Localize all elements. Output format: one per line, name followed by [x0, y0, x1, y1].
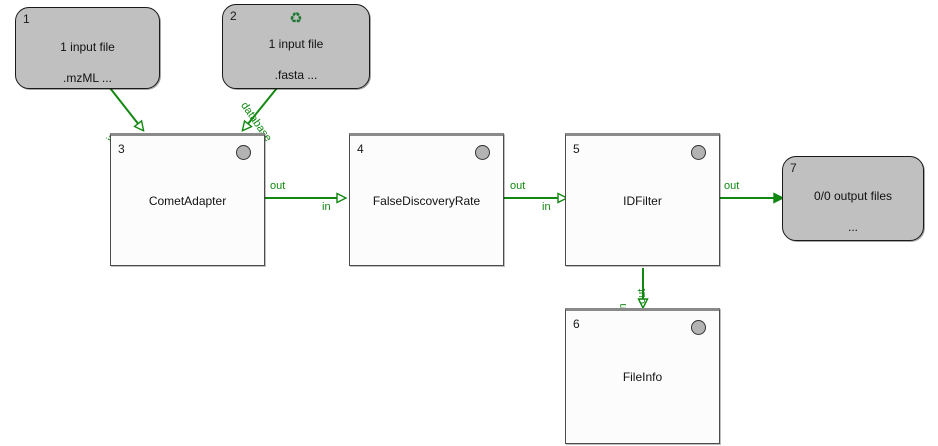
node-2-index: 2	[230, 9, 237, 23]
node-6-label: FileInfo	[622, 370, 663, 384]
edge-label-5-to-7-source: out	[724, 180, 740, 192]
node-7-output-files[interactable]: 7 0/0 output files ...	[782, 156, 924, 241]
node-1-input-mzml[interactable]: 1 1 input file .mzML ...	[15, 7, 160, 89]
edge-label-4-to-5-target: in	[542, 201, 551, 213]
recycle-icon: ♻	[289, 10, 303, 27]
node-1-line2: .mzML ...	[63, 71, 112, 85]
node-1-line1: 1 input file	[60, 40, 115, 54]
edge-label-4-to-5-source: out	[510, 180, 526, 192]
node-2-input-fasta[interactable]: 2 ♻ 1 input file .fasta ...	[222, 4, 370, 89]
node-7-index: 7	[790, 161, 797, 175]
node-5-status-dot[interactable]	[691, 145, 706, 160]
node-7-line2: ...	[847, 220, 858, 234]
edge-label-3-to-4-target: in	[322, 201, 331, 213]
edge-label-3-to-4-source: out	[270, 180, 286, 192]
node-5-index: 5	[573, 142, 580, 156]
edge-1-to-3	[109, 87, 143, 130]
node-5-id-filter[interactable]: 5 IDFilter	[565, 133, 720, 266]
node-7-line1: 0/0 output files	[813, 189, 893, 203]
node-4-false-discovery-rate[interactable]: 4 FalseDiscoveryRate	[349, 133, 504, 266]
node-4-status-dot[interactable]	[475, 145, 490, 160]
node-4-index: 4	[357, 142, 364, 156]
node-3-index: 3	[118, 142, 125, 156]
edge-label-5-to-6-source: out	[636, 288, 648, 304]
node-4-label: FalseDiscoveryRate	[372, 193, 481, 208]
node-6-file-info[interactable]: 6 FileInfo	[565, 308, 720, 444]
node-6-status-dot[interactable]	[691, 320, 706, 335]
node-3-status-dot[interactable]	[236, 145, 251, 160]
node-3-comet-adapter[interactable]: 3 CometAdapter	[110, 133, 265, 266]
node-3-label: CometAdapter	[148, 193, 227, 208]
node-1-index: 1	[23, 12, 30, 26]
node-2-line2: .fasta ...	[274, 68, 318, 82]
node-6-index: 6	[573, 317, 580, 331]
node-2-line1: 1 input file	[268, 37, 324, 51]
node-5-label: IDFilter	[623, 193, 662, 208]
